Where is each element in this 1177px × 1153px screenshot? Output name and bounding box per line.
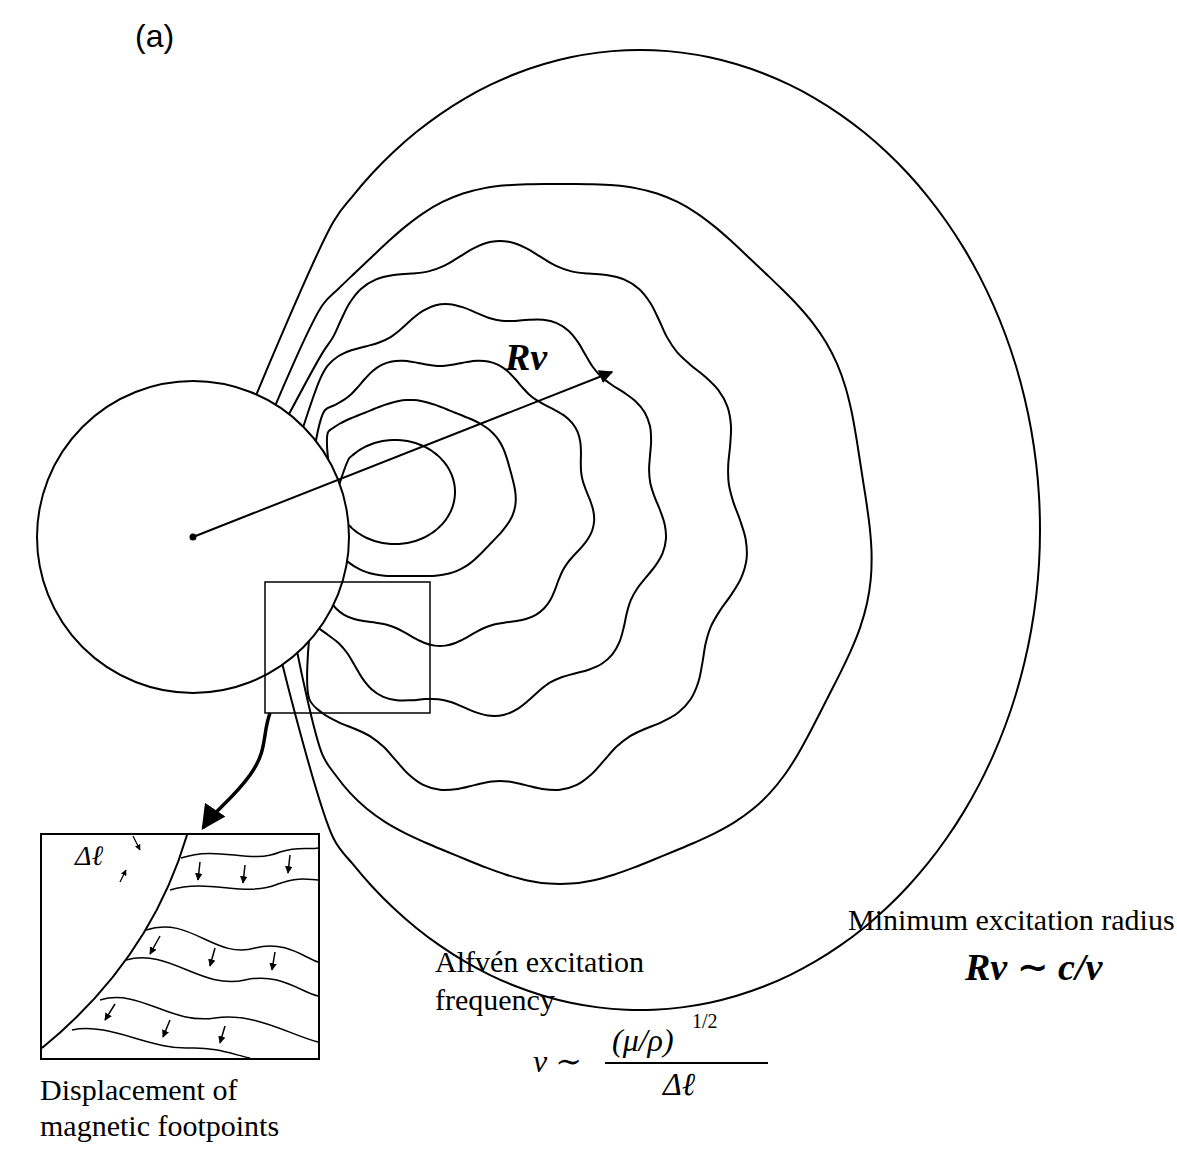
field-line [303,304,666,716]
inset-box: Δℓ [40,833,320,1060]
inset-caption: Displacement of magnetic footpoints [40,1072,330,1144]
field-line [316,361,594,646]
field-line [289,241,747,790]
radius-arrow [193,372,612,537]
radius-formula: Rν ∼ c/ν [965,946,1102,990]
frequency-caption: Alfvén excitation frequency [435,943,735,1019]
radius-caption: Minimum excitation radius [848,896,1177,944]
field-loops [256,50,1040,1010]
formula-exponent: 1/2 [692,1010,718,1033]
panel-letter: (a) [135,18,174,55]
formula-part: ν ∼ [533,1043,582,1080]
formula-numerator: (μ/ρ) [612,1022,674,1059]
field-line [276,184,872,884]
inset-label: Δℓ [75,841,103,872]
zoom-square [265,582,430,713]
zoom-arrow [203,713,270,828]
field-line [340,440,455,564]
radius-label: Rν [505,336,547,380]
inset-drawing [42,835,318,1058]
formula-denominator: Δℓ [663,1066,695,1103]
field-line [256,50,1040,1010]
field-line [327,400,516,595]
fraction-bar [605,1062,768,1064]
